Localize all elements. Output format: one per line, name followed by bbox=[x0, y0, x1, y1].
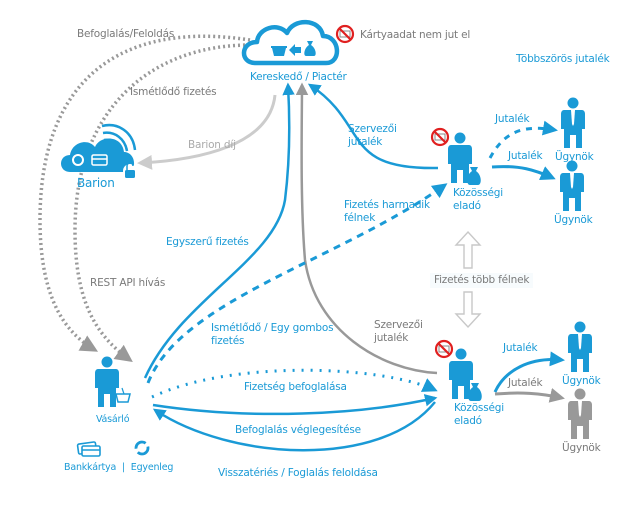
money-bag-icon bbox=[304, 41, 316, 56]
separator: | bbox=[121, 462, 125, 473]
bank-card-icon bbox=[76, 441, 101, 457]
label-multiple-commission: Többszörös jutalék bbox=[516, 53, 610, 65]
label-commission-bottom-blue: Jutalék bbox=[503, 342, 538, 354]
seller-bottom-icon bbox=[449, 348, 482, 401]
payment-methods: Bankkártya | Egyenleg bbox=[64, 461, 173, 474]
merchant-label: Kereskedő / Piactér bbox=[250, 71, 347, 83]
agent-label: Ügynök bbox=[555, 151, 594, 163]
edge-recurring-payment bbox=[73, 43, 251, 363]
no-card-icon bbox=[430, 127, 450, 147]
seller-top-label: Közösségi eladó bbox=[453, 187, 503, 212]
label-recurring-payment: Ismétlődő fizetés bbox=[130, 86, 217, 98]
no-card-icon bbox=[335, 24, 355, 44]
label-simple-payment: Egyszerű fizetés bbox=[166, 236, 249, 248]
label-multi-party: Fizetés több félnek bbox=[430, 273, 534, 288]
wireless-icon bbox=[101, 123, 137, 153]
edge-barion-fee bbox=[137, 94, 277, 170]
edge-simple-payment bbox=[143, 82, 295, 379]
barion-cloud-icon bbox=[61, 123, 137, 178]
seller-bottom-label: Közösségi eladó bbox=[454, 402, 504, 427]
agent-icon bbox=[561, 97, 585, 148]
edge-reservation-finalize bbox=[152, 394, 438, 416]
barion-label: Barion bbox=[77, 176, 115, 190]
agent-label: Ügynök bbox=[562, 442, 601, 454]
basket-icon bbox=[271, 46, 287, 56]
basket-icon bbox=[115, 387, 131, 403]
edge-org-commission-top bbox=[307, 83, 439, 170]
label-org-commission-bottom: Szervezői jutalék bbox=[374, 319, 423, 344]
label-reserve-release: Befoglalás/Feloldás bbox=[77, 28, 175, 40]
refresh-icon bbox=[72, 154, 84, 166]
label-rest-api: REST API hívás bbox=[90, 277, 166, 289]
label-payment-reservation: Fizetség befoglalása bbox=[244, 381, 347, 393]
label-third-party: Fizetés harmadik félnek bbox=[344, 199, 430, 224]
edge-org-commission-bottom bbox=[295, 82, 438, 375]
agent-label: Ügynök bbox=[562, 375, 601, 387]
bank-card-label: Bankkártya bbox=[64, 462, 117, 473]
label-barion-fee: Barion díj bbox=[188, 139, 236, 151]
edge-commission-bottom-gray bbox=[494, 388, 565, 403]
label-recurring-oneclick: Ismétlődő / Egy gombos fizetés bbox=[211, 322, 334, 347]
agent-icon bbox=[568, 321, 592, 372]
arrow-left-icon bbox=[289, 44, 301, 56]
agent-icon bbox=[568, 388, 592, 439]
card-notice-label: Kártyaadat nem jut el bbox=[360, 29, 471, 41]
money-bag-icon bbox=[467, 167, 481, 185]
money-bag-icon bbox=[468, 383, 482, 401]
buyer-icon bbox=[95, 356, 131, 407]
edge-refund-release bbox=[152, 401, 436, 452]
agent-icon bbox=[560, 160, 584, 211]
buyer-label: Vásárló bbox=[96, 414, 130, 425]
edge-third-party bbox=[146, 183, 448, 384]
agent-label: Ügynök bbox=[554, 214, 593, 226]
merchant-cloud-icon bbox=[241, 19, 340, 66]
edge-commission-bottom-blue bbox=[493, 351, 565, 393]
label-org-commission-top: Szervezői jutalék bbox=[348, 123, 397, 148]
multi-party-arrow bbox=[454, 230, 482, 329]
lock-icon bbox=[123, 162, 137, 178]
seller-top-icon bbox=[448, 132, 481, 185]
label-reservation-finalize: Befoglalás véglegesítése bbox=[235, 424, 361, 436]
balance-label: Egyenleg bbox=[130, 462, 174, 473]
edge-commission-solid-top bbox=[491, 165, 556, 180]
edge-reserve-release bbox=[38, 34, 251, 352]
no-card-icon bbox=[434, 339, 454, 359]
label-commission-dashed: Jutalék bbox=[495, 113, 530, 125]
edge-commission-dashed bbox=[488, 120, 558, 159]
label-commission-solid-top: Jutalék bbox=[508, 150, 543, 162]
label-refund-release: Visszatériés / Foglalás feloldása bbox=[218, 467, 378, 479]
label-commission-bottom-gray: Jutalék bbox=[508, 377, 543, 389]
edge-payment-reservation bbox=[151, 368, 438, 399]
balance-refresh-icon bbox=[134, 440, 150, 456]
card-icon bbox=[91, 154, 108, 166]
